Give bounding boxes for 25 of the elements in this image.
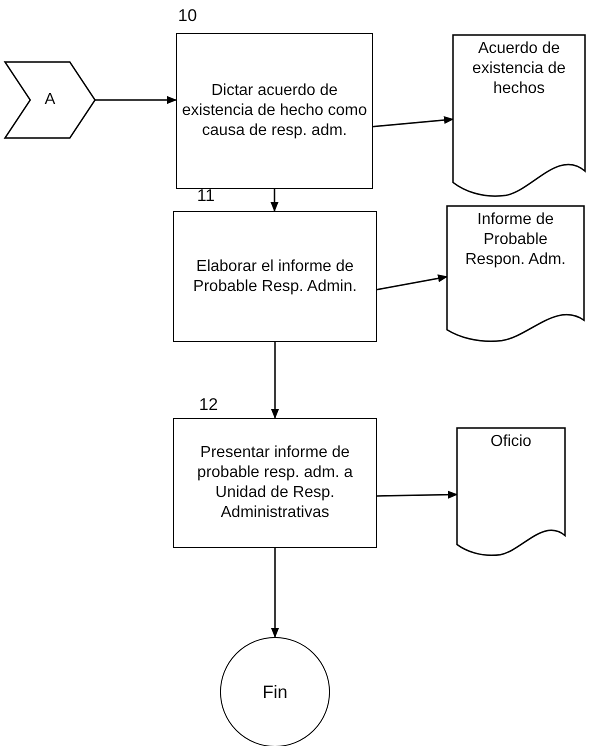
- arrow: [95, 96, 177, 104]
- offpage-chevron: [5, 62, 95, 138]
- arrow: [270, 189, 278, 212]
- step-text: Elaborar el informe de Probable Resp. Admin.: [192, 256, 358, 296]
- document-title: Oficio: [490, 432, 532, 452]
- document-title: Informe de Probable Respon. Adm.: [464, 210, 567, 270]
- document-shape: [457, 428, 565, 556]
- process-box: [176, 33, 373, 189]
- arrow: [271, 548, 279, 638]
- document-shape: [447, 206, 584, 342]
- arrow: [372, 116, 454, 128]
- process-box: [173, 418, 377, 548]
- document-title: Acuerdo de existencia de hechos: [471, 39, 567, 99]
- node-label: Fin: [262, 682, 288, 702]
- arrow: [271, 342, 279, 419]
- step-number: 12: [199, 395, 218, 415]
- arrow: [376, 490, 458, 499]
- step-number: 10: [178, 6, 197, 26]
- arrow: [376, 274, 448, 290]
- process-box: [173, 211, 377, 342]
- node-label: A: [44, 90, 56, 110]
- document-shape: [453, 35, 585, 197]
- step-number: 11: [197, 186, 215, 206]
- step-text: Presentar informe de probable resp. adm. a Unidad de Resp. Administrativas: [196, 443, 354, 523]
- step-text: Dictar acuerdo de existencia de hecho como causa de resp. adm.: [181, 81, 368, 141]
